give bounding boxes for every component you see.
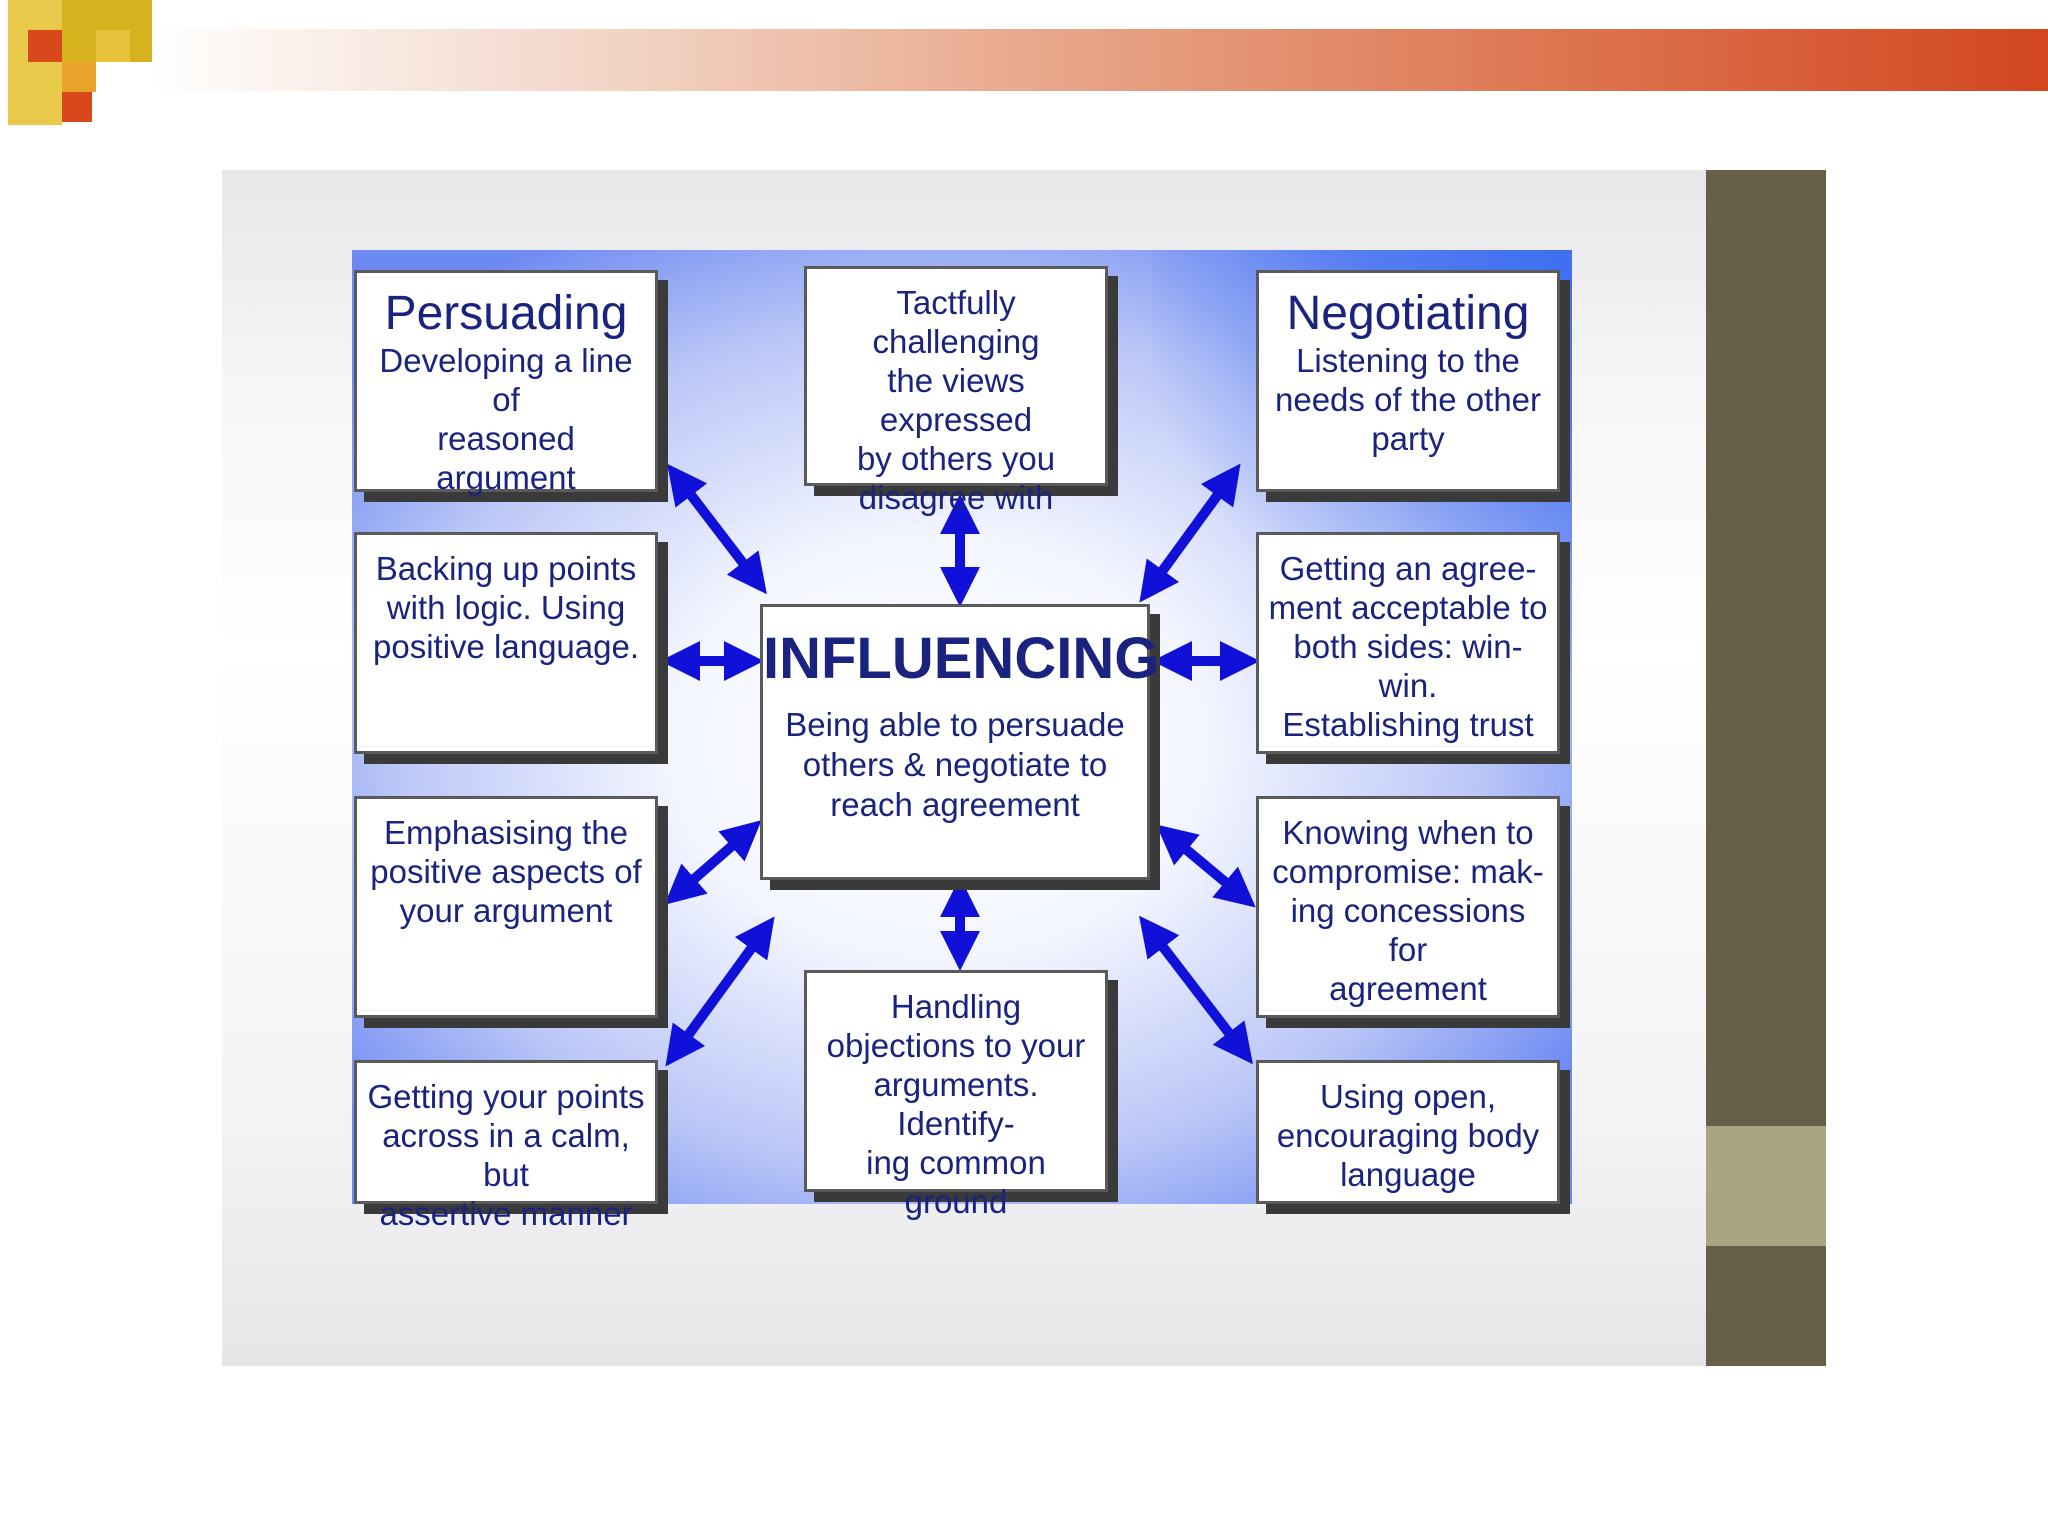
box-win-win: Getting an agree- ment acceptable to bot… xyxy=(1256,532,1560,754)
body-language-text: Using open, encouraging body language xyxy=(1276,1078,1540,1193)
arrow-persuading xyxy=(667,463,767,595)
center-title: INFLUENCING xyxy=(763,626,1160,691)
tactfully-challenging-text: Tactfully challenging the views expresse… xyxy=(856,284,1056,516)
backing-up-text: Backing up points with logic. Using posi… xyxy=(372,550,640,665)
emphasising-text: Emphasising the positive aspects of your… xyxy=(370,814,642,929)
box-persuading: Persuading Developing a line of reasoned… xyxy=(354,270,658,496)
box-emphasising-positive: Emphasising the positive aspects of your… xyxy=(354,796,658,1018)
persuading-heading: Persuading xyxy=(384,287,628,340)
box-backing-up-points: Backing up points with logic. Using posi… xyxy=(354,532,658,754)
title-bar-gradient xyxy=(150,29,2048,91)
handling-objections-text: Handling objections to your arguments. I… xyxy=(826,988,1086,1220)
compromise-text: Knowing when to compromise: mak- ing con… xyxy=(1272,814,1544,1007)
arrow-body-language xyxy=(1139,915,1253,1065)
side-strip-accent xyxy=(1706,1126,1826,1246)
negotiating-text: Listening to the needs of the other part… xyxy=(1274,342,1542,457)
win-win-text: Getting an agree- ment acceptable to bot… xyxy=(1268,550,1548,743)
box-tactfully-challenging: Tactfully challenging the views expresse… xyxy=(804,266,1108,516)
corner-logo xyxy=(0,0,160,125)
arrow-compromise xyxy=(1156,824,1256,908)
calm-assertive-text: Getting your points across in a calm, bu… xyxy=(367,1078,645,1232)
arrow-emphasising xyxy=(664,820,762,905)
box-compromise: Knowing when to compromise: mak- ing con… xyxy=(1256,796,1560,1018)
box-handling-objections: Handling objections to your arguments. I… xyxy=(804,970,1108,1220)
box-calm-assertive: Getting your points across in a calm, bu… xyxy=(354,1060,658,1232)
arrow-negotiating xyxy=(1139,463,1241,603)
center-influencing-box: INFLUENCING Being able to persuade other… xyxy=(760,604,1160,880)
arrow-calm-manner xyxy=(665,916,775,1067)
negotiating-heading: Negotiating xyxy=(1286,287,1530,340)
box-negotiating: Negotiating Listening to the needs of th… xyxy=(1256,270,1560,492)
center-text: Being able to persuade others & negotiat… xyxy=(785,706,1125,823)
box-body-language: Using open, encouraging body language xyxy=(1256,1060,1560,1204)
persuading-text: Developing a line of reasoned argument xyxy=(379,342,633,496)
